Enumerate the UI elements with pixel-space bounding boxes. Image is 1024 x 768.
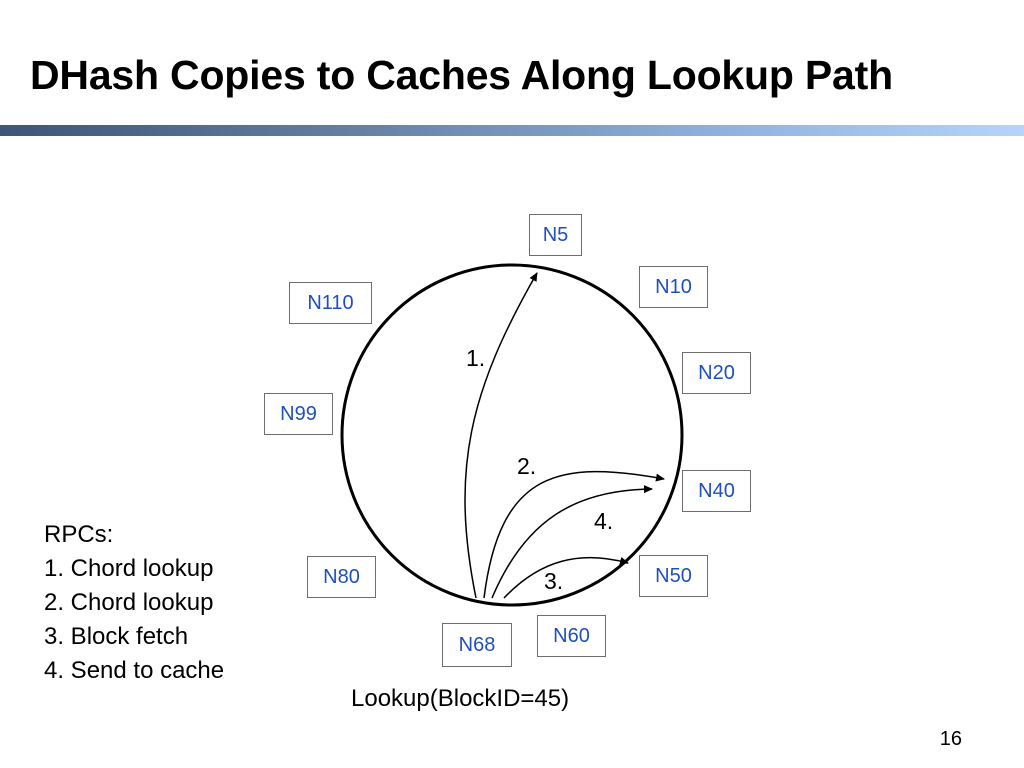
arrow-step-3 [503,556,629,599]
step-label-4: 4. [594,508,614,534]
slide-title: DHash Copies to Caches Along Lookup Path [30,52,893,98]
arrow-step-2 [483,470,665,599]
node-n60: N60 [537,615,606,657]
node-n50: N50 [639,555,708,597]
rpc-legend-item: 3. Block fetch [44,623,189,650]
rpc-legend-item: 4. Send to cache [44,657,225,684]
step-label-1: 1. [466,345,486,371]
node-n99: N99 [264,393,333,435]
step-label-3: 3. [544,568,564,594]
node-n20: N20 [682,352,751,394]
node-n40: N40 [682,470,751,512]
rpc-legend-heading: RPCs: [44,521,114,548]
arrow-step-1 [464,272,538,599]
chord-ring [340,263,684,607]
node-n110: N110 [289,282,372,324]
title-divider [0,125,1024,136]
node-n80: N80 [307,556,376,598]
node-n68: N68 [442,623,512,667]
node-n5: N5 [529,214,582,256]
arrow-step-4 [491,485,653,599]
rpc-legend-item: 2. Chord lookup [44,589,214,616]
lookup-caption: Lookup(BlockID=45) [351,685,570,712]
node-n10: N10 [639,266,708,308]
rpc-legend: RPCs: 1. Chord lookup 2. Chord lookup 3.… [44,518,224,688]
step-label-2: 2. [517,453,537,479]
rpc-legend-item: 1. Chord lookup [44,555,214,582]
page-number: 16 [939,728,962,750]
